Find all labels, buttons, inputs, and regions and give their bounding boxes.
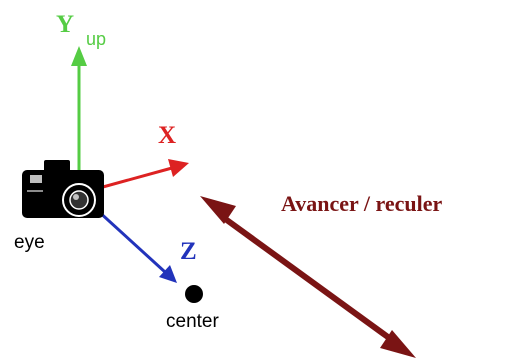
y-axis-letter: Y [56, 11, 74, 38]
eye-label: eye [14, 232, 45, 253]
y-axis: Y up [56, 11, 106, 170]
center-label: center [166, 311, 219, 332]
camera-icon [22, 160, 104, 218]
x-axis-line [91, 166, 173, 192]
x-axis-letter: X [158, 122, 176, 149]
move-label: Avancer / reculer [281, 191, 443, 216]
move-arrow [200, 196, 416, 358]
move-arrow-line [222, 215, 394, 343]
move-arrowhead-start [200, 196, 236, 224]
y-axis-sub-label: up [86, 29, 106, 49]
y-axis-arrowhead [71, 46, 87, 66]
x-axis: X [91, 122, 189, 192]
x-axis-arrowhead [168, 159, 189, 177]
z-axis-letter: Z [180, 238, 197, 265]
move-arrowhead-end [380, 330, 416, 358]
center-dot [185, 285, 203, 303]
z-axis-arrowhead [159, 265, 177, 283]
